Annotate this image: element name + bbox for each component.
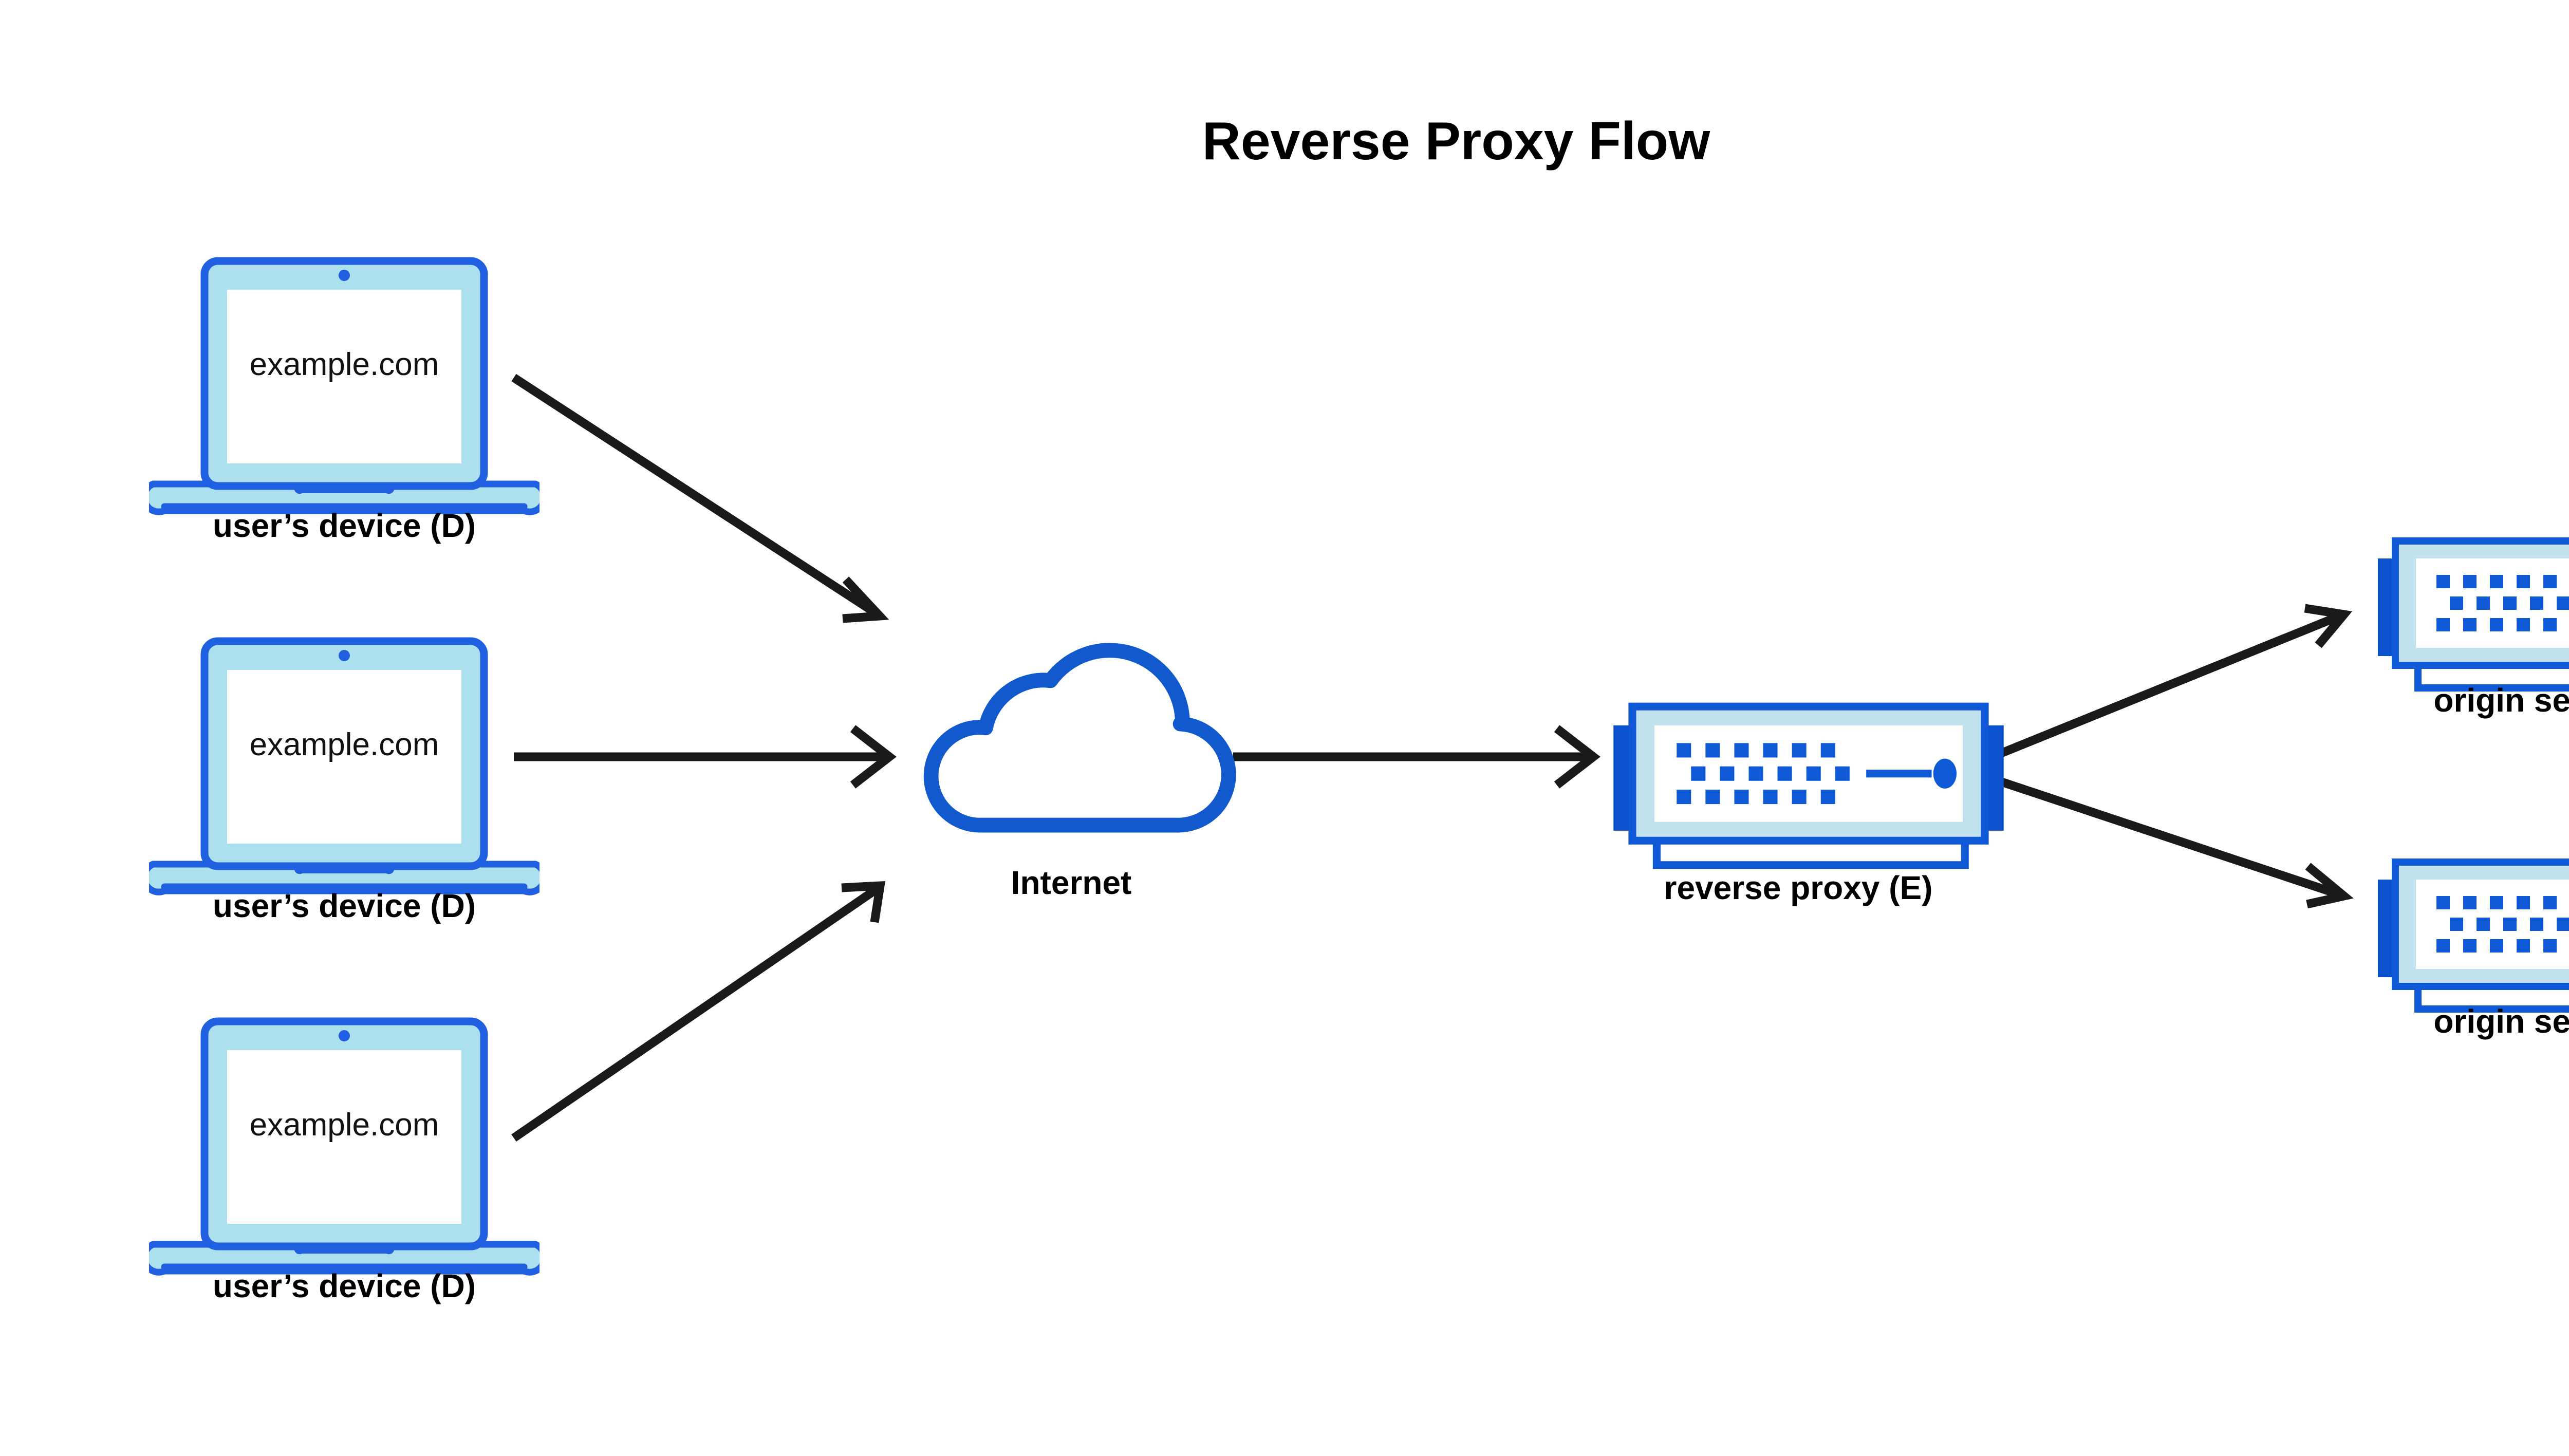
edge-proxy-origin-top — [1997, 604, 2353, 758]
internet-label: Internet — [1011, 864, 1132, 901]
client-node-middle[interactable]: example.com user’s device (D) — [144, 641, 544, 924]
laptop-icon — [144, 261, 544, 512]
reverse-proxy-node[interactable]: reverse proxy (E) — [1613, 706, 2003, 906]
server-icon — [2378, 541, 2569, 688]
laptop-screen-text: example.com — [250, 1107, 439, 1143]
edge-client-bottom-internet — [511, 881, 886, 1142]
reverse-proxy-label: reverse proxy (E) — [1664, 869, 1933, 906]
client-node-bottom[interactable]: example.com user’s device (D) — [144, 1021, 544, 1304]
edge-proxy-origin-bottom — [1997, 776, 2354, 909]
edge-client-top-internet — [511, 374, 889, 623]
edge-client-middle-internet — [514, 725, 897, 789]
edge-layer — [511, 374, 2354, 1142]
laptop-icon — [144, 641, 544, 892]
page-title: Reverse Proxy Flow — [1202, 111, 1711, 171]
origin-server-node-bottom[interactable]: origin server (F) — [2378, 862, 2569, 1040]
laptop-screen-text: example.com — [250, 727, 439, 762]
client-label-top: user’s device (D) — [213, 507, 476, 544]
client-label-bottom: user’s device (D) — [213, 1267, 476, 1304]
origin-server-node-top[interactable]: origin server (F) — [2378, 541, 2569, 719]
internet-node[interactable]: Internet — [931, 650, 1228, 901]
server-icon — [2378, 862, 2569, 1009]
laptop-icon — [144, 1021, 544, 1272]
client-label-middle: user’s device (D) — [213, 887, 476, 924]
origin-server-label-bottom: origin server (F) — [2433, 1003, 2569, 1040]
origin-server-label-top: origin server (F) — [2433, 682, 2569, 719]
laptop-screen-text: example.com — [250, 347, 439, 382]
edge-internet-proxy — [1233, 725, 1600, 789]
client-node-top[interactable]: example.com user’s device (D) — [144, 261, 544, 544]
cloud-icon — [931, 650, 1228, 825]
server-icon — [1613, 706, 2003, 865]
